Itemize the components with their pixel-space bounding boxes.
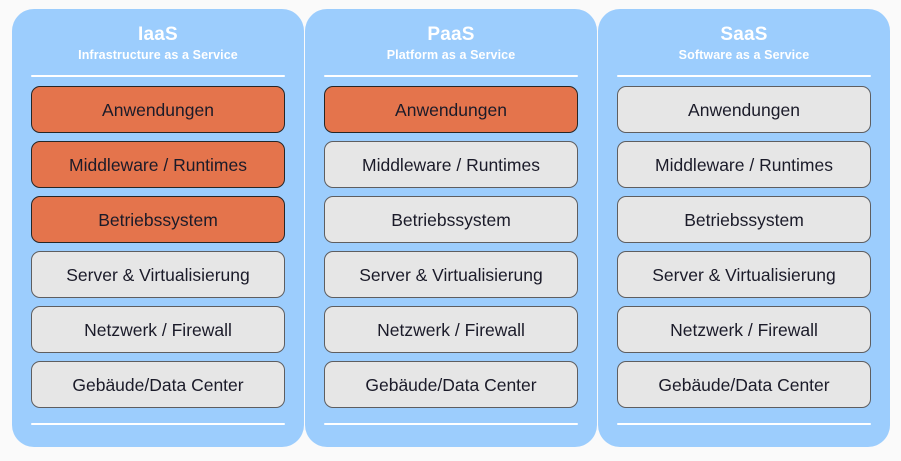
layer-box-saas-server-virtualisierung: Server & Virtualisierung (617, 251, 871, 298)
card-title-iaas: IaaS (138, 24, 178, 45)
layer-box-iaas-anwendungen: Anwendungen (31, 86, 285, 133)
card-subtitle-paas: Platform as a Service (386, 48, 516, 62)
layer-box-saas-gebaeude-data-center: Gebäude/Data Center (617, 361, 871, 408)
layer-box-paas-betriebssystem: Betriebssystem (324, 196, 578, 243)
card-subtitle-saas: Software as a Service (678, 48, 810, 62)
layer-box-saas-netzwerk-firewall: Netzwerk / Firewall (617, 306, 871, 353)
header-divider-saas (617, 75, 871, 77)
card-header-paas: PaaS Platform as a Service (324, 23, 578, 68)
card-header-iaas: IaaS Infrastructure as a Service (31, 23, 285, 68)
layer-box-paas-netzwerk-firewall: Netzwerk / Firewall (324, 306, 578, 353)
layer-box-saas-betriebssystem: Betriebssystem (617, 196, 871, 243)
layer-box-paas-middleware-runtimes: Middleware / Runtimes (324, 141, 578, 188)
layer-box-iaas-betriebssystem: Betriebssystem (31, 196, 285, 243)
card-header-saas: SaaS Software as a Service (617, 23, 871, 68)
layer-box-iaas-server-virtualisierung: Server & Virtualisierung (31, 251, 285, 298)
footer-divider-iaas (31, 423, 285, 425)
layer-box-saas-anwendungen: Anwendungen (617, 86, 871, 133)
header-divider-iaas (31, 75, 285, 77)
layer-box-iaas-netzwerk-firewall: Netzwerk / Firewall (31, 306, 285, 353)
card-title-saas: SaaS (720, 24, 768, 45)
layer-box-saas-middleware-runtimes: Middleware / Runtimes (617, 141, 871, 188)
layer-box-paas-anwendungen: Anwendungen (324, 86, 578, 133)
service-card-iaas: IaaS Infrastructure as a Service Anwendu… (12, 9, 304, 447)
card-subtitle-iaas: Infrastructure as a Service (78, 48, 238, 62)
layer-box-paas-server-virtualisierung: Server & Virtualisierung (324, 251, 578, 298)
layer-stack-iaas: Anwendungen Middleware / Runtimes Betrie… (31, 86, 285, 411)
footer-divider-saas (617, 423, 871, 425)
footer-divider-paas (324, 423, 578, 425)
service-card-saas: SaaS Software as a Service Anwendungen M… (598, 9, 890, 447)
layer-box-paas-gebaeude-data-center: Gebäude/Data Center (324, 361, 578, 408)
layer-stack-paas: Anwendungen Middleware / Runtimes Betrie… (324, 86, 578, 411)
layer-box-iaas-middleware-runtimes: Middleware / Runtimes (31, 141, 285, 188)
header-divider-paas (324, 75, 578, 77)
layer-box-iaas-gebaeude-data-center: Gebäude/Data Center (31, 361, 285, 408)
card-title-paas: PaaS (427, 24, 475, 45)
layer-stack-saas: Anwendungen Middleware / Runtimes Betrie… (617, 86, 871, 411)
service-card-paas: PaaS Platform as a Service Anwendungen M… (305, 9, 597, 447)
